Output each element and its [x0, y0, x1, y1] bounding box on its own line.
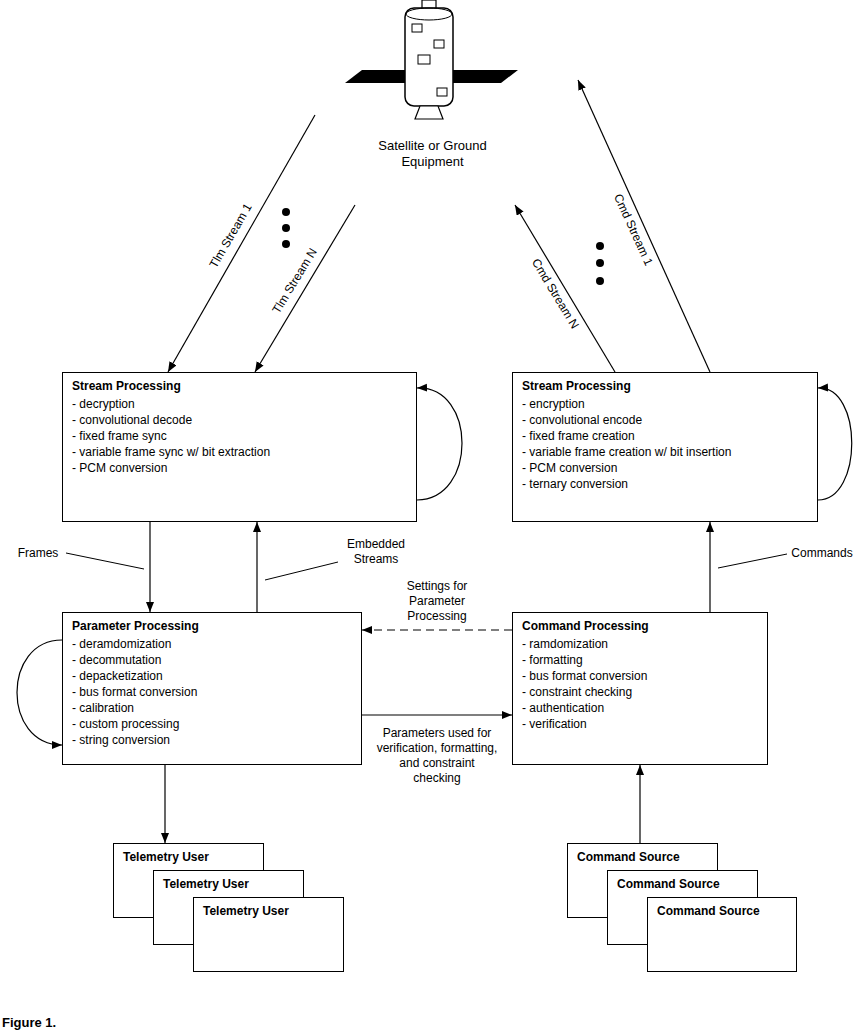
process-box: Stream Processing - encryption- convoluti… — [512, 372, 818, 522]
box-item: - variable frame sync w/ bit extraction — [72, 444, 407, 460]
box-title: Satellite or Ground Equipment — [378, 138, 488, 170]
box-title: Stream Processing — [522, 378, 808, 394]
box-item: - calibration — [72, 700, 352, 716]
box-title: Command Processing — [522, 618, 758, 634]
box-title: Telemetry User — [123, 849, 254, 865]
box-item: - formatting — [522, 652, 758, 668]
box-item: - convolutional decode — [72, 412, 407, 428]
connector — [256, 522, 257, 612]
connector — [578, 80, 710, 372]
edge-label: Settings for Parameter Processing — [389, 579, 486, 624]
user-box: Telemetry User — [193, 897, 344, 972]
connector — [164, 765, 165, 843]
box-item: - ramdomization — [522, 636, 758, 652]
box-item: - variable frame creation w/ bit inserti… — [522, 444, 808, 460]
connector — [255, 205, 355, 372]
box-item: - deramdomization — [72, 636, 352, 652]
box-title: Stream Processing — [72, 378, 407, 394]
box-item: - PCM conversion — [522, 460, 808, 476]
source-box: Command Source — [647, 897, 797, 972]
box-item: - fixed frame sync — [72, 428, 407, 444]
connector — [362, 714, 512, 715]
box-item: - PCM conversion — [72, 460, 407, 476]
box-title: Command Source — [577, 849, 708, 865]
figure-caption: Figure 1. — [2, 1015, 56, 1030]
box-item: - decommutation — [72, 652, 352, 668]
satellite-illustration — [345, 0, 518, 119]
process-box: Command Processing - ramdomization- forma… — [512, 612, 768, 765]
box-item: - ternary conversion — [522, 476, 808, 492]
connector — [639, 765, 640, 843]
process-box: Parameter Processing- deramdomization- d… — [62, 612, 362, 765]
box-title: Command Source — [617, 876, 748, 892]
box-item: - depacketization — [72, 668, 352, 684]
edge-label: Cmd Stream N — [528, 255, 583, 332]
edge-label: Frames — [17, 546, 60, 561]
connector — [515, 205, 615, 372]
connector — [168, 115, 315, 372]
connector — [149, 522, 150, 612]
connector — [709, 522, 710, 612]
box-item: - convolutional encode — [522, 412, 808, 428]
edge-label: Commands — [790, 546, 853, 561]
satellite: Satellite or Ground Equipment — [330, 0, 535, 190]
connector — [818, 388, 852, 500]
box-item: - authentication — [522, 700, 758, 716]
edge-label: Parameters used for verification, format… — [374, 726, 501, 786]
box-item: - encryption — [522, 396, 808, 412]
leader-lines — [66, 553, 787, 580]
connector — [417, 388, 462, 500]
box-title: Parameter Processing — [72, 618, 352, 634]
box-title: Telemetry User — [163, 876, 294, 892]
connector — [362, 629, 512, 630]
box-item: - constraint checking — [522, 684, 758, 700]
edge-label: Embedded Streams — [343, 537, 409, 567]
box-item: - fixed frame creation — [522, 428, 808, 444]
box-item: - decryption — [72, 396, 407, 412]
box-title: Command Source — [657, 903, 787, 919]
box-item: - bus format conversion — [72, 684, 352, 700]
process-box: Stream Processing - decryption- convoluti… — [62, 372, 417, 522]
box-item: - verification — [522, 716, 758, 732]
box-item: - custom processing — [72, 716, 352, 732]
box-title: Telemetry User — [203, 903, 334, 919]
ellipsis-dots — [282, 208, 604, 285]
box-item: - string conversion — [72, 732, 352, 748]
box-item: - bus format conversion — [522, 668, 758, 684]
edge-label: Tlm Stream N — [269, 245, 321, 318]
connector — [17, 640, 62, 745]
